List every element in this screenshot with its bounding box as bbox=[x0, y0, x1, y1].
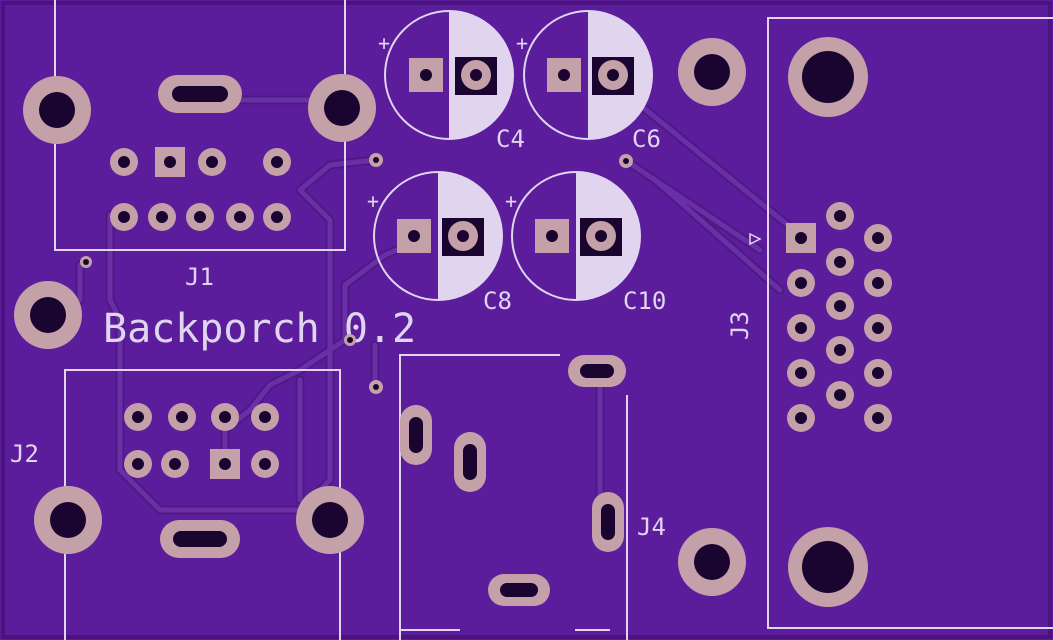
c4-plus: + bbox=[378, 31, 390, 55]
mount-hole-top-right bbox=[678, 38, 746, 106]
j4-pad-top bbox=[568, 355, 626, 387]
j1-mount-left bbox=[23, 76, 91, 144]
j2-mount-right bbox=[296, 486, 364, 554]
j1-mount-right bbox=[308, 74, 376, 142]
j1-pins bbox=[110, 147, 291, 231]
j2-pins bbox=[124, 403, 279, 479]
j2-mount-left bbox=[34, 486, 102, 554]
j4-pad-bottom bbox=[488, 574, 550, 606]
j3-mount-top bbox=[788, 37, 868, 117]
j3-mount-bottom bbox=[788, 527, 868, 607]
j3-pins bbox=[786, 202, 892, 432]
label-j3: J3 bbox=[726, 311, 754, 340]
vias bbox=[80, 153, 633, 394]
connector-j4: J4 bbox=[399, 354, 666, 640]
j4-pad-mid bbox=[454, 432, 486, 492]
j2-oval-pad bbox=[160, 520, 240, 558]
mount-hole-bottom-right bbox=[678, 528, 746, 596]
mount-hole-left bbox=[14, 281, 82, 349]
label-j1: J1 bbox=[185, 263, 214, 291]
j1-oval-pad bbox=[158, 75, 242, 113]
label-c4: C4 bbox=[496, 125, 525, 153]
j4-pad-left bbox=[400, 405, 432, 465]
connector-j3: J3 bbox=[726, 17, 1053, 629]
board-title: Backporch 0.2 bbox=[103, 306, 416, 352]
label-j4: J4 bbox=[637, 513, 666, 541]
capacitor-c8: + C8 bbox=[367, 171, 512, 315]
label-j2: J2 bbox=[10, 440, 39, 468]
capacitor-c6: + C6 bbox=[516, 10, 661, 153]
label-c10: C10 bbox=[623, 287, 666, 315]
capacitor-c10: + C10 bbox=[505, 171, 666, 315]
connector-j1: J1 bbox=[23, 0, 376, 291]
connector-j2: J2 bbox=[10, 369, 364, 640]
capacitor-c4: + C4 bbox=[378, 10, 525, 153]
label-c6: C6 bbox=[632, 125, 661, 153]
c6-plus: + bbox=[516, 31, 528, 55]
c8-plus: + bbox=[367, 189, 379, 213]
j4-pad-right bbox=[592, 492, 624, 552]
c10-plus: + bbox=[505, 189, 517, 213]
label-c8: C8 bbox=[483, 287, 512, 315]
